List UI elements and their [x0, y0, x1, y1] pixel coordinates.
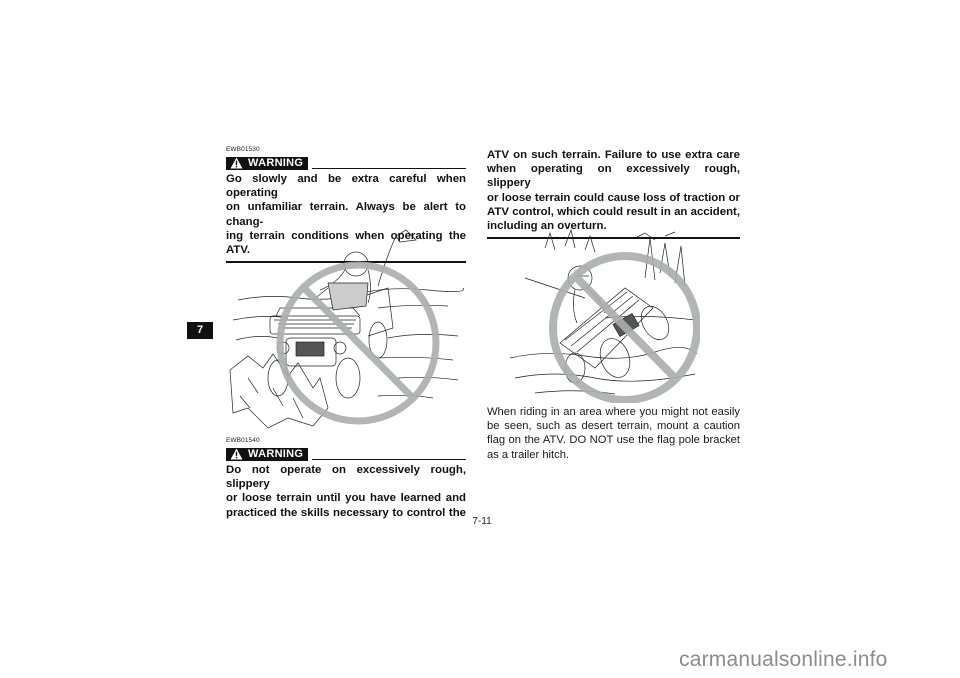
text-line: flag on the ATV. DO NOT use the flag pol…: [487, 434, 740, 447]
text-line: when operating on excessively rough, sli…: [487, 163, 740, 190]
warning-label: WARNING: [248, 156, 304, 169]
site-watermark: carmanualsonline.info: [679, 648, 888, 671]
warning-header: WARNING: [226, 156, 466, 170]
text-line: ATV on such terrain. Failure to use extr…: [487, 149, 740, 161]
warning-header-rule: [312, 459, 466, 460]
warning-1-end-rule: [226, 261, 466, 263]
text-line: or loose terrain could cause loss of tra…: [487, 191, 740, 204]
text-line: ing terrain conditions when operating th…: [226, 229, 466, 257]
right-column: ATV on such terrain. Failure to use extr…: [487, 146, 740, 239]
right-column-lower: When riding in an area where you might n…: [487, 405, 740, 462]
page-number: 7-11: [472, 516, 492, 527]
text-line: ATV control, which could result in an ac…: [487, 205, 740, 218]
text-line: including an overturn.: [487, 220, 607, 233]
text-line: on unfamiliar terrain. Always be alert t…: [226, 201, 466, 228]
text-line: When riding in an area where you might n…: [487, 406, 740, 418]
warning-badge: WARNING: [226, 156, 309, 170]
warning-1-text: Go slowly and be extra careful when oper…: [226, 172, 466, 257]
warning-label: WARNING: [248, 447, 304, 460]
illustration-atv-unfamiliar-terrain: [229, 229, 464, 429]
warning-code: EWB01530: [226, 146, 260, 153]
warning-header-rule: [312, 168, 466, 169]
warning-code: EWB01540: [226, 437, 260, 444]
warning-2-continued-text: ATV on such terrain. Failure to use extr…: [487, 148, 740, 233]
left-column-lower: EWB01540 WARNING Do not operate on exces…: [226, 436, 466, 520]
text-line: be seen, such as desert terrain, mount a…: [487, 420, 740, 433]
text-line: as a trailer hitch.: [487, 448, 570, 461]
text-line: Do not operate on excessively rough, sli…: [226, 464, 466, 491]
warning-triangle-icon: [230, 157, 243, 169]
text-line: practiced the skills necessary to contro…: [226, 506, 466, 519]
text-line: or loose terrain until you have learned …: [226, 492, 466, 505]
text-line: Go slowly and be extra careful when oper…: [226, 173, 466, 200]
illustration-atv-overturn: [509, 228, 700, 403]
warning-header: WARNING: [226, 447, 466, 461]
left-column: EWB01530 WARNING Go slowly and be extra …: [226, 145, 466, 263]
warning-badge: WARNING: [226, 447, 309, 461]
warning-triangle-icon: [230, 448, 243, 460]
warning-2-text: Do not operate on excessively rough, sli…: [226, 463, 466, 520]
warning-2-end-rule: [487, 237, 740, 239]
caution-flag-paragraph: When riding in an area where you might n…: [487, 405, 740, 462]
chapter-tab: 7: [187, 322, 213, 339]
